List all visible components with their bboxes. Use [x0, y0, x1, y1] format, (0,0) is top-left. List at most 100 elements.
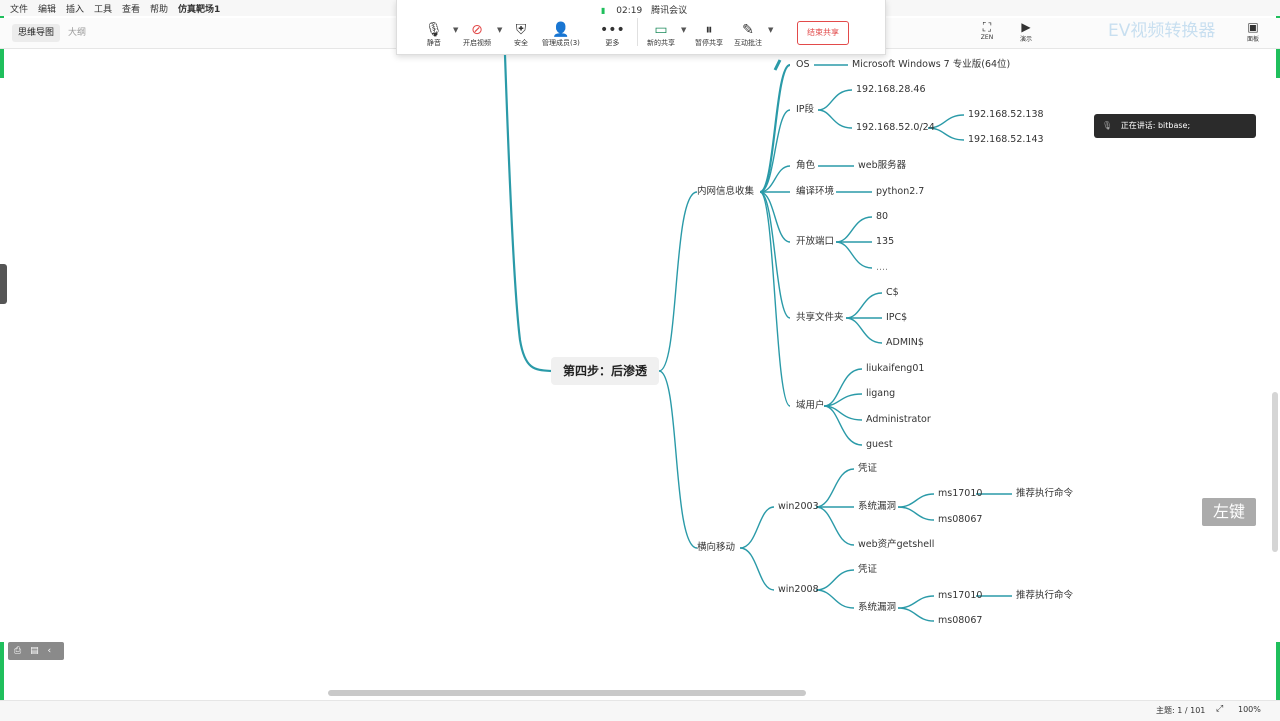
tab-mindmap[interactable]: 思维导图	[12, 24, 61, 42]
security-button[interactable]: ⛨安全	[514, 22, 528, 48]
menu-file[interactable]: 文件	[10, 5, 29, 15]
speaking-indicator: 🎙 正在讲话: bitbase;	[1094, 114, 1256, 138]
mute-button[interactable]: 🎙静音	[425, 22, 443, 48]
topic-ip-a[interactable]: 192.168.28.46	[856, 84, 926, 95]
topic-win2003[interactable]: win2003	[778, 501, 819, 512]
topic-win2008-ms08067[interactable]: ms08067	[938, 615, 983, 626]
new-share-button[interactable]: ▭新的共享	[647, 22, 675, 48]
pause-share-label: 暂停共享	[695, 39, 723, 47]
topic-share-admin[interactable]: ADMIN$	[886, 337, 924, 348]
topic-build-env[interactable]: 编译环境	[796, 186, 835, 197]
topic-port-80[interactable]: 80	[876, 211, 889, 222]
topic-port-more[interactable]: ....	[876, 262, 889, 273]
topic-counter: 主题: 1 / 101	[1156, 706, 1206, 715]
menu-tools[interactable]: 工具	[94, 5, 113, 15]
security-label: 安全	[514, 39, 528, 47]
zen-button[interactable]: ⛶ ZEN	[972, 20, 1002, 41]
meeting-status: ▮ 02:19 腾讯会议	[601, 3, 687, 16]
meeting-title: 腾讯会议	[651, 6, 688, 16]
topic-user-3[interactable]: Administrator	[866, 414, 931, 425]
chevron-down-icon[interactable]: ▼	[681, 26, 687, 34]
left-click-indicator: 左键	[1202, 498, 1256, 526]
topic-role-value[interactable]: web服务器	[858, 160, 907, 171]
microphone-icon: 🎙	[1102, 121, 1113, 130]
side-panel-handle[interactable]	[0, 264, 7, 304]
chevron-left-icon[interactable]: ‹	[47, 646, 52, 656]
present-button[interactable]: ▶ 演示	[1011, 20, 1041, 43]
topic-win2008-cred[interactable]: 凭证	[858, 564, 878, 575]
menu-insert[interactable]: 插入	[66, 5, 85, 15]
meeting-toolbar: ▮ 02:19 腾讯会议 🎙静音 ▼ ⊘开启视频 ▼ ⛨安全 👤管理成员(3) …	[396, 0, 886, 55]
topic-shared-folders[interactable]: 共享文件夹	[796, 312, 844, 323]
zen-label: ZEN	[980, 34, 994, 41]
signal-icon: ▮	[601, 6, 606, 15]
annotate-button[interactable]: ✎互动批注	[734, 22, 762, 48]
share-frame-corner	[1276, 642, 1280, 720]
topic-lateral-movement[interactable]: 横向移动	[697, 542, 736, 553]
vertical-scrollbar[interactable]	[1272, 392, 1278, 552]
video-label: 开启视频	[463, 39, 491, 47]
topic-user-4[interactable]: guest	[866, 439, 893, 450]
camera-off-icon: ⊘	[471, 22, 483, 38]
topic-build-env-value[interactable]: python2.7	[876, 186, 925, 197]
tab-outline[interactable]: 大纲	[68, 28, 87, 38]
topic-user-1[interactable]: liukaifeng01	[866, 363, 925, 374]
pause-share-button[interactable]: ⏸暂停共享	[695, 22, 723, 48]
topic-share-ipc[interactable]: IPC$	[886, 312, 908, 323]
print-icon[interactable]: ⎙	[14, 646, 22, 656]
end-share-button[interactable]: 结束共享	[797, 21, 849, 45]
topic-win2008[interactable]: win2008	[778, 584, 819, 595]
topic-os[interactable]: OS	[796, 59, 810, 70]
central-topic[interactable]: 第四步：后渗透	[551, 357, 659, 385]
members-button[interactable]: 👤管理成员(3)	[542, 22, 580, 48]
topic-win2003-ms17010-note[interactable]: 推荐执行命令	[1016, 488, 1074, 499]
share-screen-icon: ▭	[654, 22, 668, 38]
topic-win2003-vuln[interactable]: 系统漏洞	[858, 501, 897, 512]
zoom-fit-icon[interactable]: ⤢	[1216, 704, 1224, 714]
topic-ip-range[interactable]: IP段	[796, 104, 815, 115]
topic-intranet-recon[interactable]: 内网信息收集	[697, 186, 755, 197]
topic-ip-b1[interactable]: 192.168.52.138	[968, 109, 1044, 120]
zoom-level[interactable]: 100%	[1238, 705, 1261, 714]
chevron-down-icon[interactable]: ▼	[453, 26, 459, 34]
chevron-down-icon[interactable]: ▼	[768, 26, 774, 34]
menu-help[interactable]: 帮助	[150, 5, 169, 15]
chevron-down-icon[interactable]: ▼	[497, 26, 503, 34]
topic-domain-users[interactable]: 域用户	[796, 400, 825, 411]
topic-role[interactable]: 角色	[796, 160, 816, 171]
panel-button[interactable]: ▣ 面板	[1238, 20, 1268, 43]
image-icon[interactable]: ▤	[30, 646, 39, 656]
topic-win2003-cred[interactable]: 凭证	[858, 463, 878, 474]
topic-win2008-ms17010-note[interactable]: 推荐执行命令	[1016, 590, 1074, 601]
fullscreen-icon: ⛶	[982, 20, 992, 34]
panel-label: 面板	[1246, 36, 1259, 43]
more-button[interactable]: •••更多	[600, 22, 625, 48]
divider	[637, 18, 638, 46]
topic-ip-b[interactable]: 192.168.52.0/24	[856, 122, 935, 133]
topic-win2003-web[interactable]: web资产getshell	[858, 539, 935, 550]
topic-open-ports[interactable]: 开放端口	[796, 236, 835, 247]
topic-win2008-vuln[interactable]: 系统漏洞	[858, 602, 897, 613]
annotate-label: 互动批注	[734, 39, 762, 47]
speaking-text: 正在讲话: bitbase;	[1120, 121, 1191, 130]
present-label: 演示	[1019, 36, 1032, 43]
annotate-icon: ✎	[742, 22, 754, 38]
topic-user-2[interactable]: ligang	[866, 388, 896, 399]
meeting-time: 02:19	[616, 6, 643, 16]
topic-share-c[interactable]: C$	[886, 287, 899, 298]
menu-edit[interactable]: 编辑	[38, 5, 57, 15]
topic-ip-b2[interactable]: 192.168.52.143	[968, 134, 1044, 145]
topic-os-value[interactable]: Microsoft Windows 7 专业版(64位)	[852, 59, 1011, 70]
video-button[interactable]: ⊘开启视频	[463, 22, 491, 48]
watermark: EV视频转换器	[1108, 21, 1216, 41]
more-label: 更多	[605, 39, 620, 47]
topic-win2003-ms17010[interactable]: ms17010	[938, 488, 983, 499]
topic-port-135[interactable]: 135	[876, 236, 895, 247]
new-share-label: 新的共享	[647, 39, 675, 47]
document-title: 仿真靶场1	[178, 5, 221, 15]
horizontal-scrollbar[interactable]	[328, 690, 806, 696]
menu-view[interactable]: 查看	[122, 5, 141, 15]
topic-win2003-ms08067[interactable]: ms08067	[938, 514, 983, 525]
topic-win2008-ms17010[interactable]: ms17010	[938, 590, 983, 601]
